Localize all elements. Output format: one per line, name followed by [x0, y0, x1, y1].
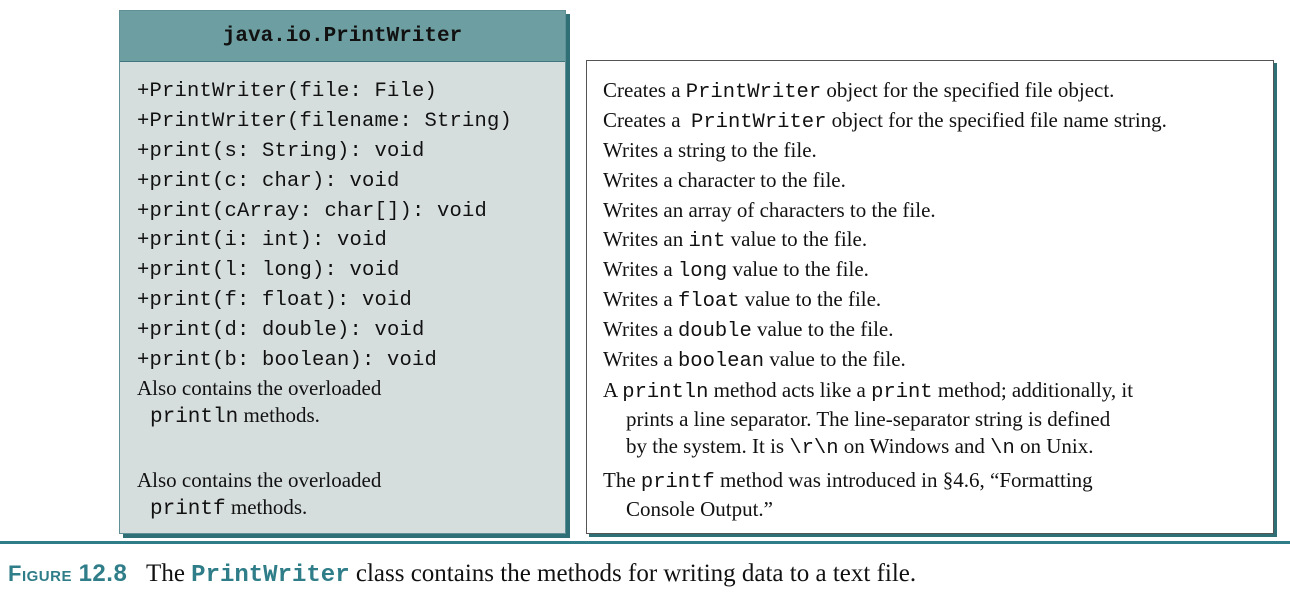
description-row: Writes a float value to the file.	[603, 287, 882, 314]
method-row: +PrintWriter(filename: String)	[137, 109, 513, 133]
description-row: Writes a string to the file.	[603, 137, 817, 162]
description-row: Writes a double value to the file.	[603, 317, 894, 344]
description-row: Creates a PrintWriter object for the spe…	[603, 107, 1167, 134]
description-row: Writes an int value to the file.	[603, 227, 868, 254]
method-row: +print(cArray: char[]): void	[137, 199, 488, 223]
uml-class-box: java.io.PrintWriter +PrintWriter(file: F…	[119, 10, 566, 534]
method-row: +print(i: int): void	[137, 229, 388, 253]
println-description: A println method acts like a print metho…	[603, 378, 1134, 460]
description-row: Writes a long value to the file.	[603, 257, 869, 284]
description-box: Creates a PrintWriter object for the spe…	[586, 60, 1274, 534]
method-row: +print(s: String): void	[137, 139, 425, 163]
method-row: +print(f: float): void	[137, 289, 413, 313]
description-row: Creates a PrintWriter object for the spe…	[603, 78, 1115, 104]
description-list: Creates a PrintWriter object for the spe…	[603, 76, 1263, 375]
method-row: +print(l: long): void	[137, 259, 400, 283]
method-row: +print(b: boolean): void	[137, 349, 438, 373]
println-note: Also contains the overloaded println met…	[137, 376, 382, 429]
method-list: +PrintWriter(file: File) +PrintWriter(fi…	[137, 77, 562, 376]
method-row: +print(d: double): void	[137, 319, 425, 343]
class-name: java.io.PrintWriter	[120, 11, 565, 62]
description-row: Writes a boolean value to the file.	[603, 347, 906, 374]
figure-caption: Figure 12.8 The PrintWriter class contai…	[8, 560, 917, 589]
printf-note: Also contains the overloaded printf meth…	[137, 468, 382, 521]
printf-description: The printf method was introduced in §4.6…	[603, 468, 1093, 521]
method-row: +print(c: char): void	[137, 169, 400, 193]
description-row: Writes a character to the file.	[603, 167, 846, 192]
caption-rule	[0, 541, 1290, 544]
figure-label: Figure 12.8	[8, 560, 128, 587]
caption-class-name: PrintWriter	[191, 562, 350, 589]
method-row: +PrintWriter(file: File)	[137, 80, 438, 103]
description-row: Writes an array of characters to the fil…	[603, 197, 936, 222]
